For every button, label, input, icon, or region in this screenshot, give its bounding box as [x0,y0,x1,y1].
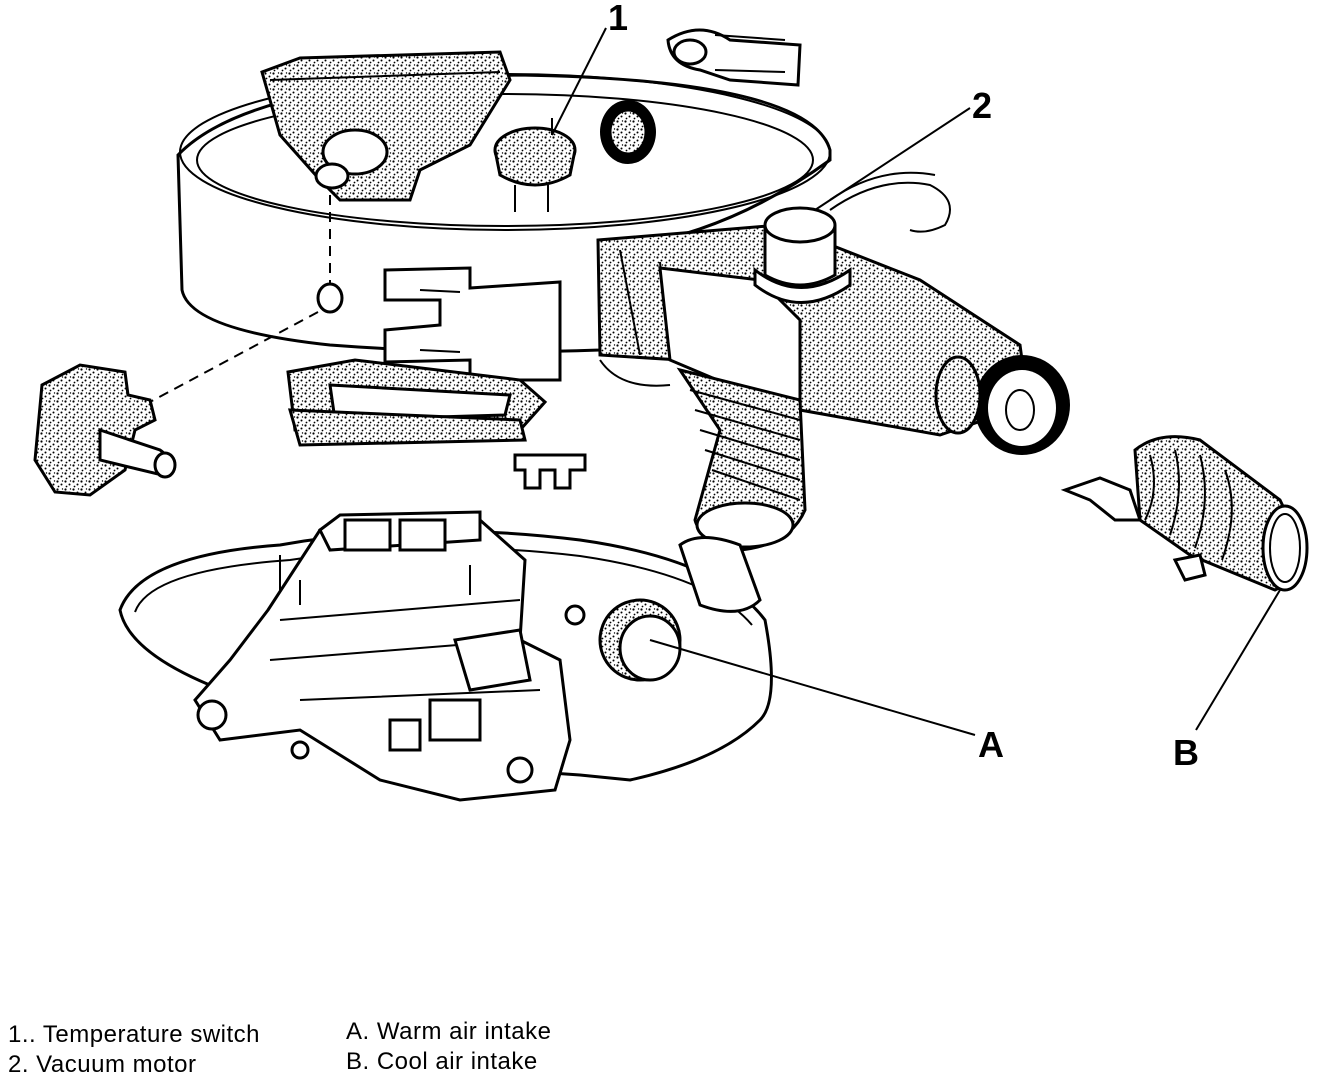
callout-b: B [1173,732,1199,773]
callout-2: 2 [972,85,992,126]
legend-item-1: 1.. Temperature switch [8,1021,260,1048]
vacuum-motor [753,206,852,304]
gasket [286,358,548,447]
legend-item-a: A. Warm air intake [346,1018,552,1045]
leader-b [1195,589,1281,731]
duct-outlet [934,355,1070,455]
carburetor [193,510,586,802]
temperature-switch [493,118,577,212]
leader-a [649,639,976,736]
leader-1 [551,27,607,136]
cool-air-intake-tube [1060,435,1309,592]
vacuum-hose [829,181,951,233]
flexible-hose [676,367,807,552]
legend-item-2: 2. Vacuum motor [8,1051,197,1078]
assembly-line-2 [149,311,319,403]
legend-item-b: B. Cool air intake [346,1048,538,1075]
leader-2 [814,107,971,211]
small-bracket [513,453,587,490]
sensor-block [33,363,177,497]
callout-a: A [978,724,1004,765]
retaining-clip [666,28,802,87]
snorkel-funnel [260,50,512,202]
callout-1: 1 [608,0,628,38]
grommet [600,100,656,164]
